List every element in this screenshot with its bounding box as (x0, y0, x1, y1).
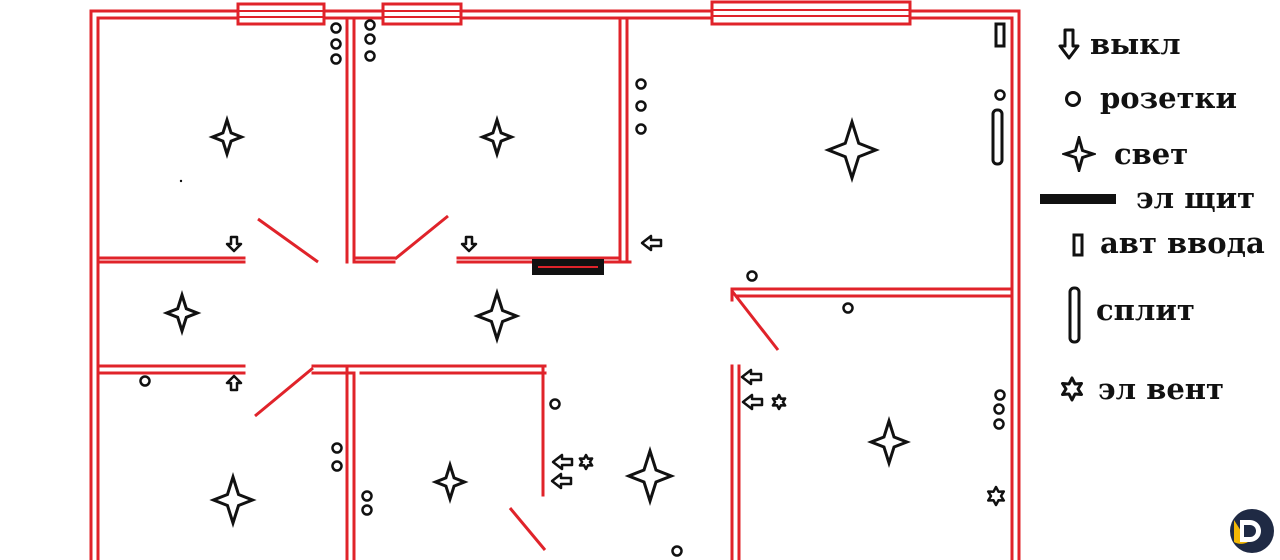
input-breaker-icon (994, 22, 1006, 48)
legend-switch: выкл (1058, 28, 1181, 60)
four-point-star-icon (1062, 136, 1096, 172)
socket-circle-icon (361, 504, 373, 516)
legend-split: сплит (1066, 284, 1195, 346)
switch-arrow-icon (550, 472, 573, 490)
switch-arrow-icon (225, 235, 243, 253)
legend-label-split: сплит (1096, 292, 1195, 327)
socket-circle-icon (364, 19, 376, 31)
legend-label-light: свет (1114, 136, 1189, 171)
switch-arrow-icon (551, 453, 574, 471)
socket-circle-icon (1065, 90, 1081, 107)
socket-circle-icon (361, 490, 373, 502)
d-logo-icon (1230, 509, 1274, 553)
window (710, 0, 912, 26)
socket-circle-icon (331, 442, 343, 454)
socket-circle-icon (330, 22, 342, 34)
split-ac-icon (991, 108, 1004, 166)
legend-light: свет (1062, 136, 1188, 172)
window (236, 2, 326, 26)
socket-circle-icon (331, 460, 343, 472)
socket-circle-icon (993, 403, 1005, 415)
vent-star-icon (986, 485, 1006, 507)
door-swing (257, 217, 319, 264)
light-star-icon (473, 288, 521, 344)
light-star-icon (824, 117, 880, 183)
light-star-icon (209, 472, 257, 528)
legend-vent: эл вент (1058, 374, 1224, 404)
socket-circle-icon (549, 398, 561, 410)
symbols (139, 19, 1006, 557)
socket-circle-icon (635, 123, 647, 135)
switch-arrow-icon (460, 235, 478, 253)
input-breaker-icon (1072, 233, 1084, 257)
legend-panel: эл щит (1038, 184, 1255, 213)
switch-arrow-icon (640, 234, 663, 252)
door-swing (730, 290, 780, 351)
switch-arrow-down-icon (1058, 28, 1080, 60)
light-star-icon (478, 115, 516, 159)
socket-circle-icon (635, 78, 647, 90)
socket-circle-icon (364, 50, 376, 62)
legend-label-switch: выкл (1090, 26, 1181, 61)
socket-circle-icon (994, 389, 1006, 401)
legend-input-breaker: авт ввода (1070, 228, 1265, 258)
socket-circle-icon (746, 270, 758, 282)
socket-circle-icon (671, 545, 683, 557)
light-star-icon (624, 446, 676, 506)
door-swing (394, 214, 449, 261)
door-swing (254, 366, 314, 418)
light-star-icon (208, 115, 246, 159)
socket-circle-icon (994, 89, 1006, 101)
legend-label-input-breaker: авт ввода (1100, 225, 1265, 260)
window (381, 2, 463, 26)
switch-arrow-icon (740, 368, 763, 386)
electric-panel-icon (1040, 193, 1116, 204)
floor-plan (89, 0, 1021, 560)
socket-circle-icon (330, 53, 342, 65)
legend-label-socket: розетки (1100, 81, 1237, 115)
socket-circle-icon (635, 100, 647, 112)
ventilation-star-icon (1061, 376, 1083, 402)
legend-socket: розетки (1062, 84, 1237, 113)
door-swing (508, 507, 547, 551)
dot (179, 179, 183, 183)
legend-label-panel: эл щит (1136, 181, 1256, 215)
light-star-icon (867, 416, 911, 468)
light-star-icon (431, 460, 469, 504)
socket-circle-icon (993, 418, 1005, 430)
light-star-icon (162, 290, 202, 336)
socket-circle-icon (139, 375, 151, 387)
socket-circle-icon (364, 33, 376, 45)
socket-circle-icon (330, 38, 342, 50)
switch-arrow-icon (741, 393, 764, 411)
doors (254, 214, 780, 551)
switch-arrow-icon (225, 374, 243, 392)
legend-label-vent: эл вент (1098, 371, 1224, 406)
vent-star-icon (578, 453, 594, 471)
windows (236, 0, 912, 26)
vent-star-icon (771, 393, 787, 411)
socket-circle-icon (842, 302, 854, 314)
split-ac-icon (1068, 286, 1081, 344)
